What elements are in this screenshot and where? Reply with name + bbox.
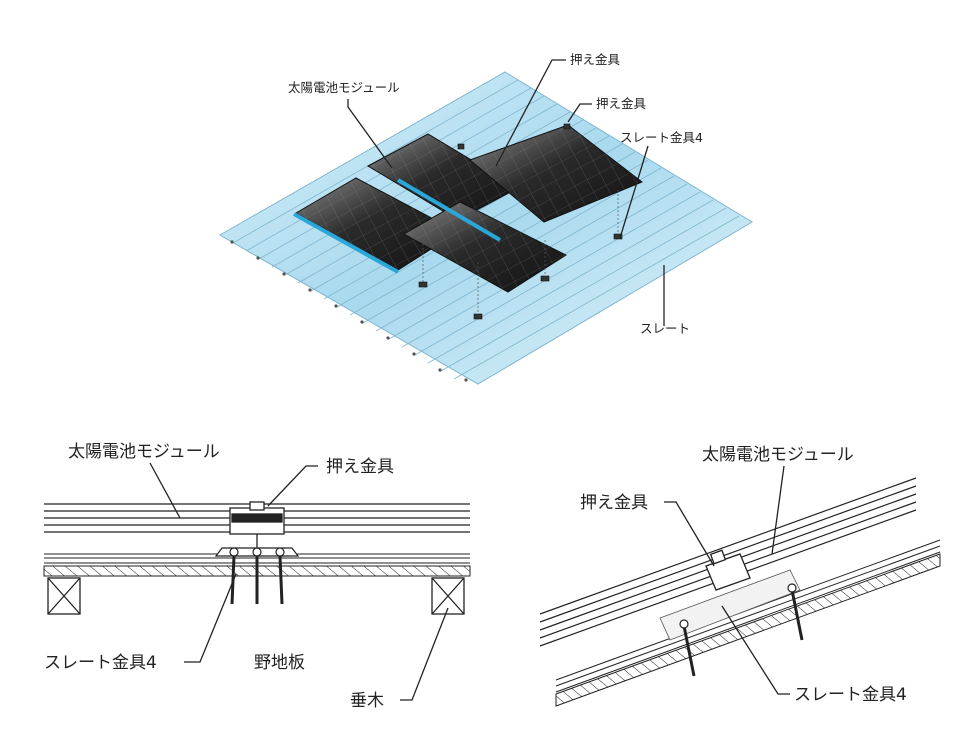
iso-clamp-label-2: 押え金具 — [596, 96, 647, 111]
mounting-rail — [293, 212, 399, 274]
edge-dots — [230, 240, 468, 382]
iso-slate-label: スレート — [640, 321, 690, 336]
mounting-rail — [396, 178, 502, 242]
sec-rafter-label: 垂木 — [350, 691, 384, 711]
slope-module-label: 太陽電池モジュール — [702, 445, 854, 465]
slope-sheathing — [555, 553, 941, 707]
iso-clamp-label-1: 押え金具 — [570, 52, 621, 67]
sec-clamp-label: 押え金具 — [326, 457, 394, 477]
sloped-section-view: 太陽電池モジュール 押え金具 スレート金具4 — [539, 445, 941, 707]
rafter — [47, 577, 81, 615]
cross-section-view: 太陽電池モジュール 押え金具 スレート金具4 野地板 垂木 — [43, 442, 471, 711]
iso-module-label: 太陽電池モジュール — [288, 80, 400, 95]
slope-bracket-plate — [659, 569, 801, 641]
slope-clamp-label: 押え金具 — [580, 493, 648, 513]
sec-sheathing-label: 野地板 — [254, 653, 305, 673]
sec-bracket-label: スレート金具4 — [44, 653, 157, 673]
isometric-view: 太陽電池モジュール 押え金具 押え金具 スレート金具4 スレート — [218, 52, 753, 385]
solar-panels — [293, 124, 643, 293]
slope-bracket-label: スレート金具4 — [794, 685, 907, 705]
section-clamp — [229, 501, 285, 548]
iso-bracket-label: スレート金具4 — [620, 130, 703, 145]
roof-brackets — [418, 123, 623, 320]
slope-clamp — [705, 549, 751, 591]
slope-screws — [682, 589, 804, 677]
sec-module-label: 太陽電池モジュール — [68, 442, 220, 462]
